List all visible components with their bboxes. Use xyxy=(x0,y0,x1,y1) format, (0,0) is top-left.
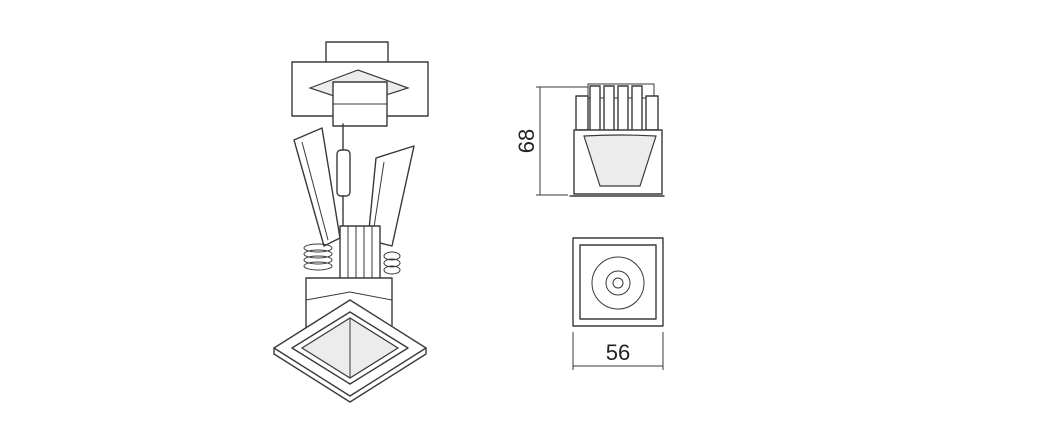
spring-coils-right xyxy=(383,251,401,275)
dimension-height: 68 xyxy=(514,86,588,196)
spring-coils-left xyxy=(303,243,333,271)
isometric-view xyxy=(273,41,429,403)
spring-clip-left xyxy=(293,127,341,247)
driver-box xyxy=(291,41,429,127)
dimension-height-label: 68 xyxy=(514,129,539,153)
dimension-width: 56 xyxy=(572,332,664,370)
side-view xyxy=(569,83,665,197)
power-cable xyxy=(336,123,351,236)
dimension-width-label: 56 xyxy=(606,340,630,365)
square-trim xyxy=(273,299,427,403)
heat-sink xyxy=(339,225,381,283)
front-view xyxy=(572,237,664,327)
